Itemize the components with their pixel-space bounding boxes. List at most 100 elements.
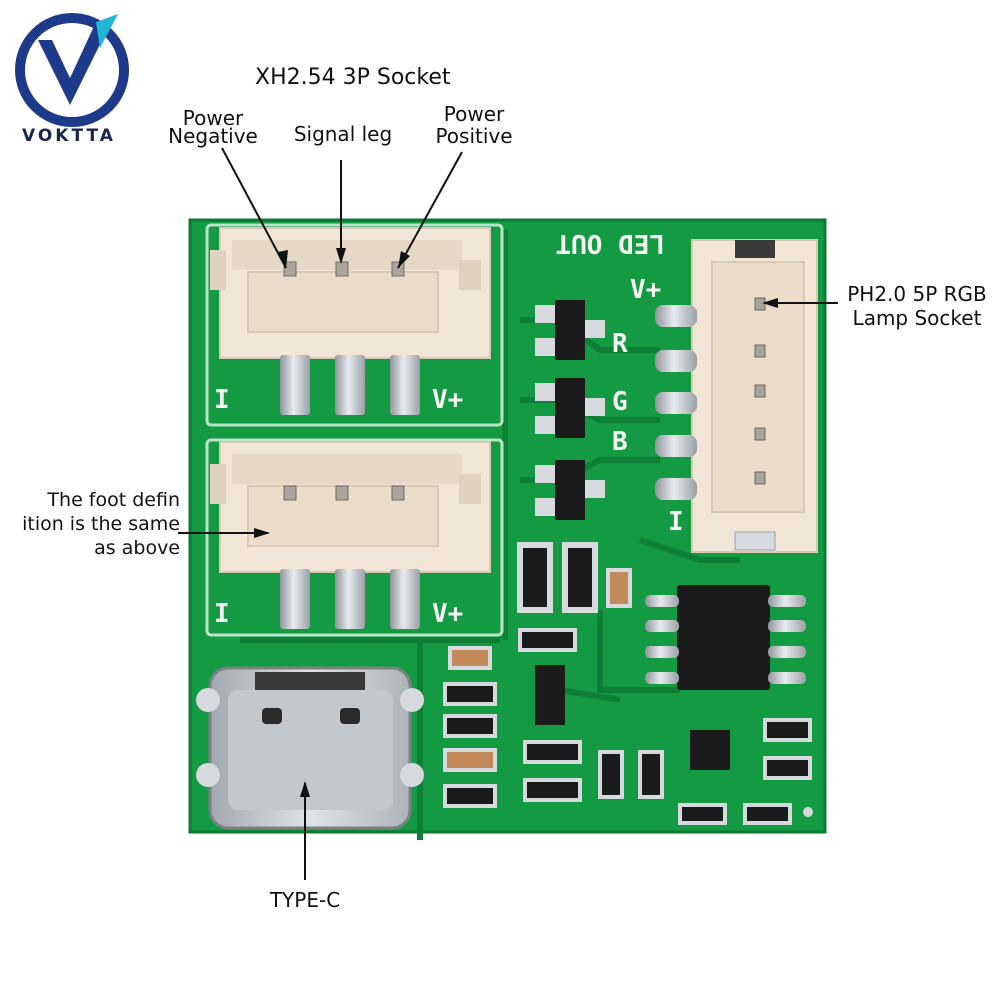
xh-socket-1-cavity <box>247 271 439 333</box>
xh-socket-2-side <box>210 464 226 504</box>
resistor-3 <box>443 714 497 738</box>
xh-socket-1 <box>210 227 491 415</box>
brand-name: VOKTTA <box>22 126 116 146</box>
silk-vplus-top: V+ <box>630 275 661 305</box>
silk-vplus-1: V+ <box>432 385 463 415</box>
silk-r: R <box>612 329 628 359</box>
silk-led-out: LED OUT <box>555 228 665 258</box>
resistor-11 <box>678 803 727 825</box>
signal-leg-label: Signal leg <box>293 122 393 146</box>
ph-lead-2 <box>655 350 697 372</box>
mosfet-g <box>555 378 585 438</box>
resistor-7 <box>598 750 624 799</box>
resistor-9 <box>763 718 812 742</box>
xh2-lead-1 <box>280 569 310 629</box>
rgb-socket-label: PH2.0 5P RGB Lamp Socket <box>836 282 998 330</box>
xh-socket-1-latch <box>459 260 481 290</box>
xh-socket-2-top <box>232 454 462 484</box>
ph-pin-4 <box>754 427 766 441</box>
usb-pins <box>255 672 365 690</box>
ph-lead-4 <box>655 435 697 457</box>
ph-pin-5 <box>754 471 766 485</box>
xh-socket-2 <box>210 441 491 629</box>
resistor-1 <box>518 628 577 652</box>
capacitor-1 <box>606 568 632 608</box>
xh1-lead-1 <box>280 355 310 415</box>
resistor-4 <box>443 784 497 808</box>
silk-i-rgb: I <box>668 507 684 537</box>
mosfet-b <box>555 460 585 520</box>
resistor-2 <box>443 682 497 706</box>
ph-socket-bottom-tab <box>734 531 776 551</box>
transistor-hl <box>535 665 565 725</box>
rgb-socket-line1: PH2.0 5P RGB <box>847 282 987 306</box>
xh-socket-1-side <box>210 250 226 290</box>
ph-lead-5 <box>655 478 697 500</box>
power-positive-line2: Positive <box>435 124 513 148</box>
logo-accent-icon <box>96 14 118 48</box>
ph-socket-top-tab <box>735 240 775 258</box>
resistor-8 <box>638 750 664 799</box>
socket-title-label: XH2.54 3P Socket <box>255 65 451 90</box>
ph-pin-1 <box>754 297 766 311</box>
capacitor-3 <box>443 748 497 772</box>
xh1-pin-positive <box>391 261 405 277</box>
xh2-pin-2 <box>335 485 349 501</box>
power-positive-label: Power Positive <box>418 102 530 148</box>
foot-definition-label: The foot defin ition is the same as abov… <box>0 488 180 560</box>
xh1-lead-3 <box>390 355 420 415</box>
ph-lead-3 <box>655 392 697 414</box>
xh1-pin-signal <box>335 261 349 277</box>
power-negative-label: Power Negative <box>148 106 278 148</box>
logo-ring <box>15 13 129 127</box>
resistor-6 <box>523 778 582 802</box>
usb-type-c-port <box>196 666 424 830</box>
usb-inner <box>228 690 393 810</box>
silk-b: B <box>612 427 628 457</box>
xh-socket-2-outline <box>205 438 504 637</box>
foot-definition-line3: as above <box>94 537 180 559</box>
silkscreen: LED OUT V+ V+ V+ I I R G B I <box>214 228 684 629</box>
foot-definition-line2: ition is the same <box>22 513 180 535</box>
foot-definition-line1: The foot defin <box>47 489 180 511</box>
v-swoosh-logo-icon <box>38 20 112 105</box>
diode-1 <box>517 542 553 613</box>
ph-pin-2 <box>754 344 766 358</box>
small-components <box>443 542 813 825</box>
type-c-label: TYPE-C <box>269 888 341 912</box>
xh2-pin-1 <box>283 485 297 501</box>
callout-lines <box>178 147 838 880</box>
xh2-pin-3 <box>391 485 405 501</box>
diode-2 <box>562 542 598 613</box>
xh-socket-1-outline <box>205 223 504 427</box>
xh2-lead-3 <box>390 569 420 629</box>
xh1-lead-2 <box>335 355 365 415</box>
silk-i-1: I <box>214 385 230 415</box>
ic-chip <box>645 585 806 690</box>
silk-i-2: I <box>214 599 230 629</box>
silk-g: G <box>612 387 628 417</box>
leader-power-positive <box>397 151 463 269</box>
regulator <box>690 730 730 770</box>
capacitor-2 <box>448 646 492 670</box>
power-positive-line1: Power <box>443 102 505 126</box>
rgb-socket-line2: Lamp Socket <box>852 306 982 330</box>
resistor-10 <box>763 756 812 780</box>
resistor-12 <box>743 803 792 825</box>
test-pad <box>803 807 813 817</box>
leader-power-negative <box>221 147 287 269</box>
xh-socket-2-latch <box>459 474 481 504</box>
resistor-5 <box>523 740 582 764</box>
mosfet-transistors <box>535 300 605 520</box>
silk-vplus-2: V+ <box>432 599 463 629</box>
power-negative-line1: Power <box>182 106 244 130</box>
power-negative-line2: Negative <box>168 124 258 148</box>
ph-pin-3 <box>754 384 766 398</box>
pcb-edge <box>188 218 827 834</box>
xh2-lead-2 <box>335 569 365 629</box>
ph-lead-1 <box>655 305 697 327</box>
xh1-pin-negative <box>283 261 297 277</box>
ic-body <box>677 585 770 690</box>
